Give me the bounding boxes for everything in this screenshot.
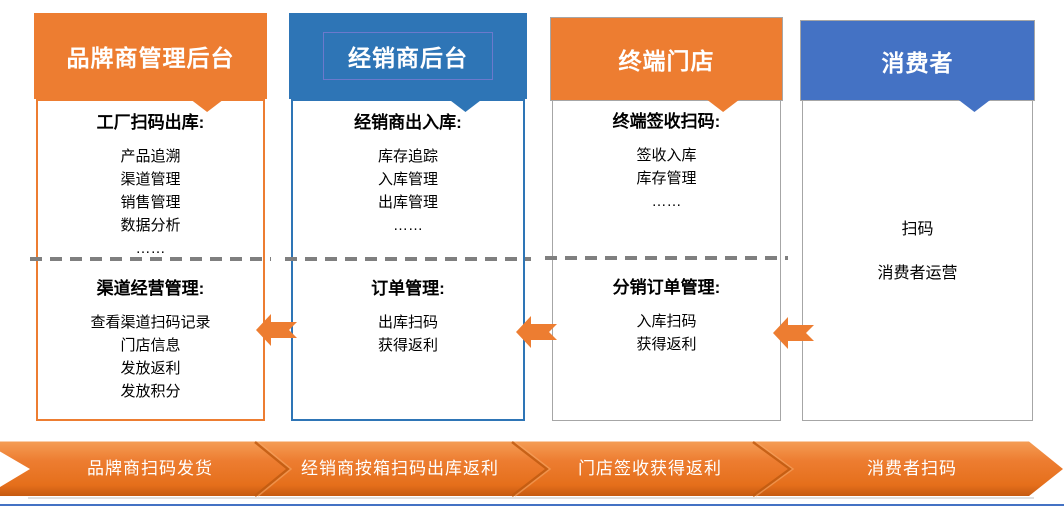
bottom-rule [0, 504, 1064, 506]
column-store-header: 终端门店 [550, 17, 783, 101]
column-store-body: 终端签收扫码: 签收入库 库存管理 …… 分销订单管理: 入库扫码 获得返利 [545, 99, 788, 421]
list-item: 出库管理 [377, 194, 438, 211]
section-items: 签收入库 库存管理 …… [553, 144, 780, 213]
section-heading: 终端签收扫码: [612, 112, 721, 131]
column-terminal-store: 终端门店 终端签收扫码: 签收入库 库存管理 …… 分销订单管理: 入库扫码 获… [545, 17, 788, 421]
banner-shadow [28, 497, 1034, 499]
column-brand-header: 品牌商管理后台 [34, 13, 267, 99]
column-brand-title: 品牌商管理后台 [66, 45, 235, 71]
list-item: 产品追溯 [120, 148, 181, 165]
section-items: 出库扫码 获得返利 [293, 311, 523, 357]
list-item: 消费者运营 [877, 265, 958, 282]
list-item: 销售管理 [120, 194, 181, 211]
section-items: 查看渠道扫码记录 门店信息 发放返利 发放积分 [38, 311, 263, 403]
list-item: 入库扫码 [636, 313, 697, 330]
list-item: 发放积分 [120, 383, 181, 400]
list-item: 库存管理 [636, 170, 697, 187]
section-items: 入库扫码 获得返利 [553, 310, 780, 356]
section-heading: 渠道经营管理: [96, 279, 205, 298]
dashed-divider [545, 256, 788, 260]
list-item: 获得返利 [377, 337, 438, 354]
section-items: 库存追踪 入库管理 出库管理 …… [293, 145, 523, 237]
column-distributor-title: 经销商后台 [323, 32, 493, 80]
list-item: 获得返利 [636, 336, 697, 353]
brand-top-section: 工厂扫码出库: 产品追溯 渠道管理 销售管理 数据分析 …… [38, 101, 263, 257]
column-brand-body: 工厂扫码出库: 产品追溯 渠道管理 销售管理 数据分析 …… 渠道经营管理: 查… [30, 99, 271, 421]
banner-segment-distributor: 经销商按箱扫码出库返利 [301, 459, 499, 478]
consumer-items: 扫码 消费者运营 [803, 100, 1032, 284]
distributor-bottom-section: 订单管理: 出库扫码 获得返利 [293, 261, 523, 419]
ellipsis-item: …… [135, 240, 166, 257]
list-item: 库存追踪 [377, 148, 438, 165]
column-consumer-title: 消费者 [881, 49, 954, 76]
store-top-section: 终端签收扫码: 签收入库 库存管理 …… [553, 100, 780, 256]
banner-segment-brand: 品牌商扫码发货 [87, 459, 213, 478]
column-distributor-header: 经销商后台 [289, 13, 527, 99]
list-item: 查看渠道扫码记录 [90, 314, 211, 331]
column-consumer-body: 扫码 消费者运营 [802, 99, 1033, 421]
column-consumer: 消费者 扫码 消费者运营 [800, 20, 1035, 421]
ellipsis-item: …… [651, 193, 682, 210]
ellipsis-item: …… [393, 217, 423, 234]
list-item: 出库扫码 [377, 314, 438, 331]
section-heading: 分销订单管理: [612, 278, 721, 297]
column-distributor-backend: 经销商后台 经销商出入库: 库存追踪 入库管理 出库管理 …… 订单管理: 出库… [285, 13, 531, 421]
column-store-title: 终端门店 [618, 48, 715, 74]
list-item: 签收入库 [636, 147, 697, 164]
column-consumer-header: 消费者 [800, 20, 1035, 101]
section-heading: 工厂扫码出库: [96, 113, 205, 132]
flow-arrow-left-icon [773, 317, 814, 349]
flow-arrow-left-icon [516, 316, 557, 348]
banner-segment-consumer: 消费者扫码 [867, 459, 957, 478]
list-item: 入库管理 [377, 171, 438, 188]
distributor-top-section: 经销商出入库: 库存追踪 入库管理 出库管理 …… [293, 101, 523, 257]
dashed-divider [30, 257, 271, 261]
list-item: 发放返利 [120, 360, 181, 377]
section-items: 产品追溯 渠道管理 销售管理 数据分析 …… [38, 145, 263, 260]
column-brand-backend: 品牌商管理后台 工厂扫码出库: 产品追溯 渠道管理 销售管理 数据分析 …… 渠… [30, 13, 271, 421]
process-banner [0, 440, 1063, 497]
section-heading: 订单管理: [371, 279, 445, 298]
banner-segment-store: 门店签收获得返利 [578, 459, 722, 478]
list-item: 扫码 [901, 221, 934, 238]
brand-bottom-section: 渠道经营管理: 查看渠道扫码记录 门店信息 发放返利 发放积分 [38, 261, 263, 419]
store-bottom-section: 分销订单管理: 入库扫码 获得返利 [553, 260, 780, 420]
section-heading: 经销商出入库: [354, 113, 462, 132]
list-item: 门店信息 [120, 337, 181, 354]
list-item: 数据分析 [120, 217, 181, 234]
dashed-divider [285, 257, 531, 261]
flow-arrow-left-icon [256, 314, 297, 346]
column-distributor-body: 经销商出入库: 库存追踪 入库管理 出库管理 …… 订单管理: 出库扫码 获得返… [285, 99, 531, 421]
list-item: 渠道管理 [120, 171, 181, 188]
